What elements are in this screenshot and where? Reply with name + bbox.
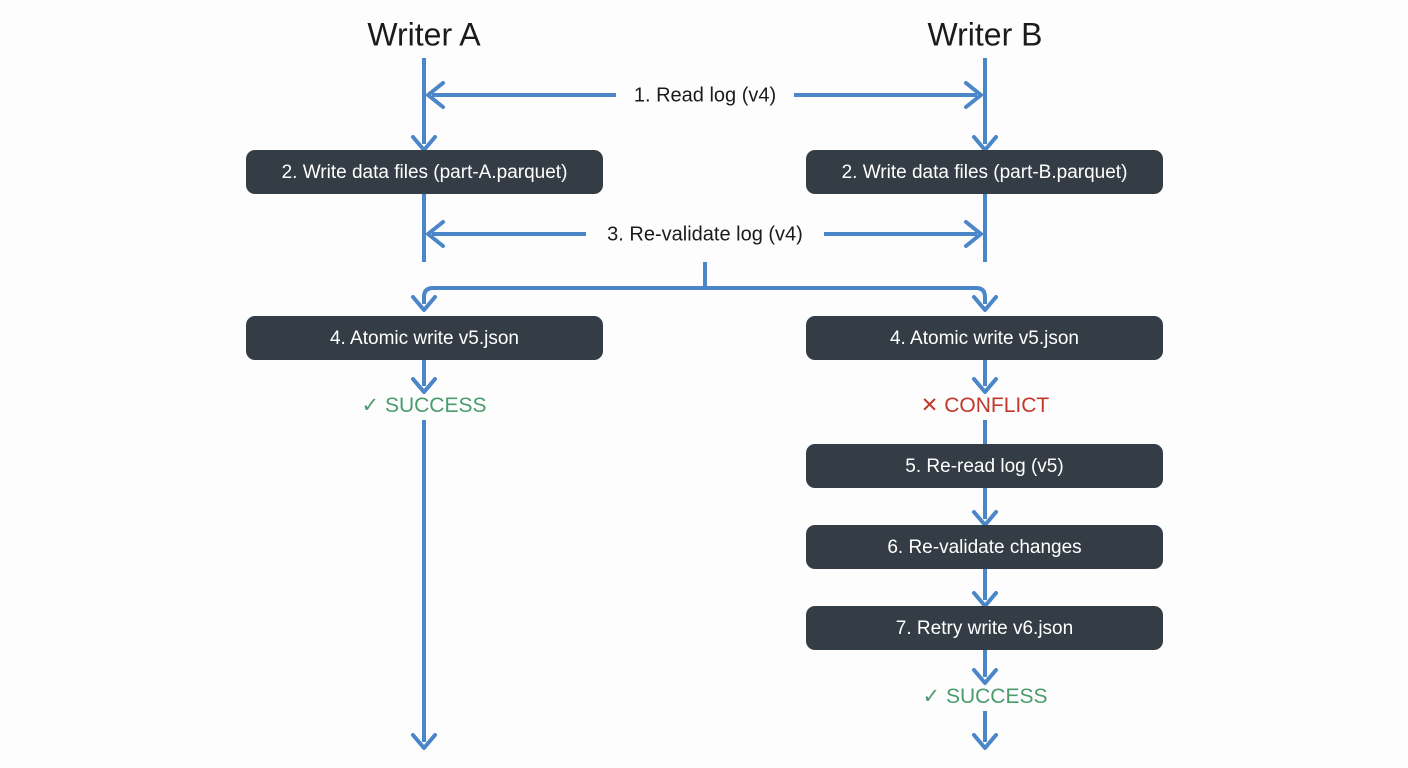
bidirectional-edge-layer: 1. Read log (v4) 3. Re-validate log (v4) [426, 80, 983, 249]
status-label-a-success: ✓ SUCCESS [362, 394, 487, 417]
node-label-a-atomic-write: 4. Atomic write v5.json [330, 328, 519, 349]
node-b-atomic-write[interactable]: 4. Atomic write v5.json [806, 316, 1163, 360]
connector-a-status-to-bottom [411, 420, 437, 750]
status-a-success: ✓ SUCCESS [362, 394, 487, 417]
node-box-b-atomic-write[interactable] [806, 316, 1163, 360]
edge-revalidate-log-edge: 3. Re-validate log (v4) [426, 219, 983, 249]
check-icon: ✓ [362, 394, 385, 417]
connector-b-7-to-status [972, 650, 998, 685]
node-label-b-write-data: 2. Write data files (part-B.parquet) [842, 162, 1128, 183]
arrowhead-left-revalidate-log-edge [426, 220, 445, 248]
node-label-b-reread-log: 5. Re-read log (v5) [905, 456, 1063, 477]
node-box-b-revalidate-changes[interactable] [806, 525, 1163, 569]
node-a-write-data[interactable]: 2. Write data files (part-A.parquet) [246, 150, 603, 194]
node-box-a-atomic-write[interactable] [246, 316, 603, 360]
fork-layer [411, 262, 998, 312]
edge-label-backdrop-revalidate-log-edge [586, 219, 824, 249]
node-box-a-write-data[interactable] [246, 150, 603, 194]
fork-arrowhead-right [972, 295, 998, 312]
node-box-b-retry-write[interactable] [806, 606, 1163, 650]
arrowhead-b-atomic-to-status [972, 377, 998, 394]
fork-revalidate-fork [411, 262, 998, 312]
status-label-b-success: ✓ SUCCESS [923, 685, 1048, 708]
edge-read-log-edge: 1. Read log (v4) [426, 80, 983, 110]
node-b-revalidate-changes[interactable]: 6. Re-validate changes [806, 525, 1163, 569]
arrowhead-a-atomic-to-status [411, 377, 437, 394]
status-layer: ✓ SUCCESS ✕ CONFLICT ✓ SUCCESS [362, 394, 1050, 708]
arrowhead-left-read-log-edge [426, 81, 445, 109]
status-b-success: ✓ SUCCESS [923, 685, 1048, 708]
edge-label-revalidate-log-edge: 3. Re-validate log (v4) [607, 223, 803, 245]
node-label-b-revalidate-changes: 6. Re-validate changes [887, 537, 1081, 558]
node-b-retry-write[interactable]: 7. Retry write v6.json [806, 606, 1163, 650]
arrowhead-a-status-to-bottom [411, 733, 437, 750]
connector-b-status-to-bottom [972, 711, 998, 750]
connector-a-atomic-to-status [411, 360, 437, 394]
status-label-b-conflict: ✕ CONFLICT [921, 394, 1050, 417]
check-icon: ✓ [923, 685, 946, 708]
fork-arrowhead-left [411, 295, 437, 312]
node-label-b-retry-write: 7. Retry write v6.json [896, 618, 1073, 639]
lane-title-writer-a: Writer A [367, 16, 481, 52]
arrowhead-b-status-to-bottom [972, 733, 998, 750]
lane-title-layer: Writer A Writer B [367, 16, 1042, 52]
connector-layer [411, 58, 998, 750]
edge-label-backdrop-read-log-edge [616, 80, 794, 110]
node-a-atomic-write[interactable]: 4. Atomic write v5.json [246, 316, 603, 360]
arrowhead-right-revalidate-log-edge [964, 220, 983, 248]
arrowhead-right-read-log-edge [964, 81, 983, 109]
node-box-b-reread-log[interactable] [806, 444, 1163, 488]
node-label-b-atomic-write: 4. Atomic write v5.json [890, 328, 1079, 349]
node-b-reread-log[interactable]: 5. Re-read log (v5) [806, 444, 1163, 488]
edge-label-read-log-edge: 1. Read log (v4) [634, 84, 776, 106]
node-box-b-write-data[interactable] [806, 150, 1163, 194]
connector-b-atomic-to-status [972, 360, 998, 394]
arrowhead-b-7-to-status [972, 668, 998, 685]
node-label-a-write-data: 2. Write data files (part-A.parquet) [282, 162, 568, 183]
cross-icon: ✕ [921, 394, 944, 417]
lane-title-writer-b: Writer B [928, 16, 1043, 52]
status-b-conflict: ✕ CONFLICT [921, 394, 1050, 417]
node-layer: 2. Write data files (part-A.parquet) 2. W… [246, 150, 1163, 650]
node-b-write-data[interactable]: 2. Write data files (part-B.parquet) [806, 150, 1163, 194]
